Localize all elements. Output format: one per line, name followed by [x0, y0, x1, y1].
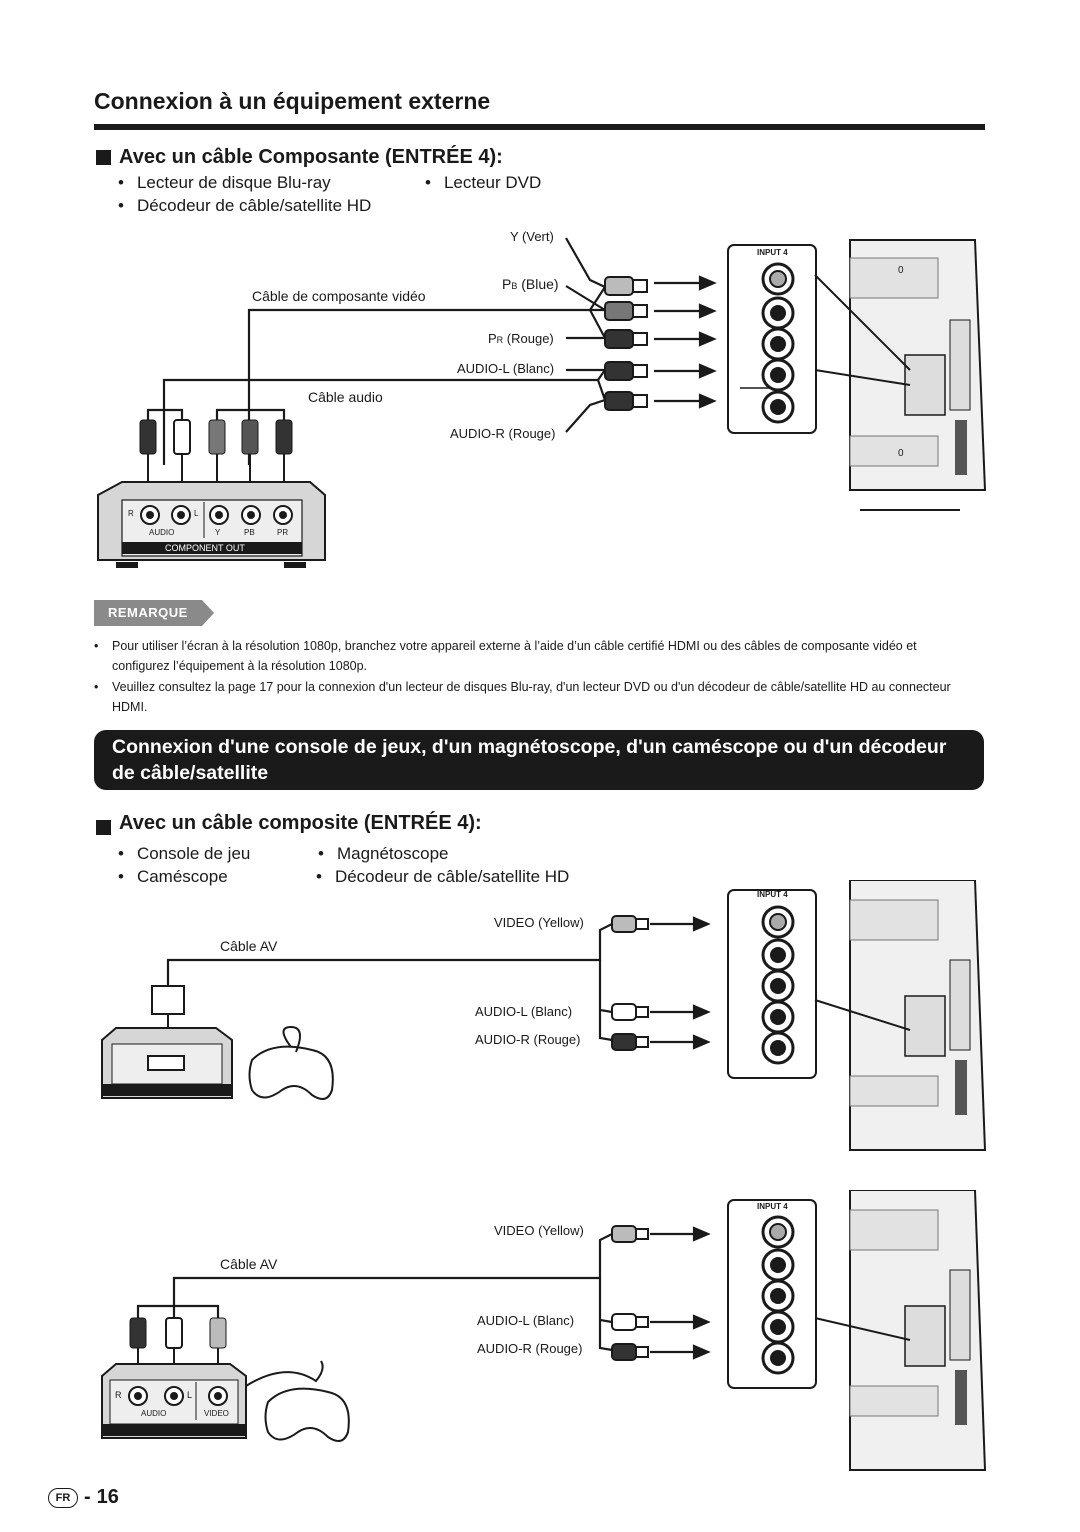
composite-connection-diagram-1 — [101, 880, 987, 1151]
tv-rear-illustration — [814, 239, 987, 511]
section1-heading: Avec un câble Composante (ENTRÉE 4): — [96, 146, 503, 169]
tv-input4-label-2: INPUT 4 — [757, 890, 788, 899]
device-y: Y — [215, 528, 221, 537]
s2-label-video: VIDEO (Yellow) — [494, 915, 584, 930]
component-connection-diagram — [97, 237, 987, 568]
input4-panel — [727, 244, 817, 434]
section2-heading: Avec un câble composite (ENTRÉE 4): — [96, 812, 482, 835]
s3-device-audio: AUDIO — [141, 1409, 167, 1418]
label-audio-cable: Câble audio — [308, 389, 383, 405]
s2-label-audio-l: AUDIO-L (Blanc) — [475, 1004, 573, 1019]
label-pr-rouge: PR (Rouge) — [488, 331, 554, 346]
label-pr-main: P — [488, 331, 497, 346]
label-y-vert: Y (Vert) — [510, 229, 554, 244]
section2-bullet-decoder: Décodeur de câble/satellite HD — [316, 867, 569, 887]
page-number-value: 16 — [96, 1486, 119, 1508]
device-r: R — [128, 509, 134, 518]
tv-zero-2: 0 — [898, 448, 904, 459]
section1-bullet-decoder: Décodeur de câble/satellite HD — [118, 196, 371, 216]
composite-connection-diagram-2 — [101, 1190, 987, 1471]
page-title: Connexion à un équipement externe — [94, 88, 491, 114]
label-pr-rest: (Rouge) — [503, 331, 554, 346]
s3-device-video: VIDEO — [204, 1409, 229, 1418]
language-badge: FR — [48, 1487, 78, 1508]
section1-heading-text: Avec un câble Composante (ENTRÉE 4): — [119, 146, 503, 168]
device-pb: PB — [244, 528, 255, 537]
tv-zero-1: 0 — [898, 265, 904, 276]
section2-heading-text: Avec un câble composite (ENTRÉE 4): — [119, 812, 482, 834]
component-plugs — [604, 276, 648, 411]
s3-device-r: R — [115, 1390, 122, 1400]
device-l: L — [194, 509, 199, 518]
s3-label-av-cable: Câble AV — [220, 1256, 278, 1272]
device-pr: PR — [277, 528, 289, 537]
section1-bullet-dvd: Lecteur DVD — [425, 173, 541, 193]
section1-bullet-bluray: Lecteur de disque Blu-ray — [118, 173, 331, 193]
square-bullet-icon — [96, 150, 111, 165]
page-number: FR - 16 — [48, 1486, 119, 1509]
tv-input4-label-3: INPUT 4 — [757, 1202, 788, 1211]
device-audio: AUDIO — [149, 528, 175, 537]
label-pr-sub: R — [496, 335, 504, 345]
label-pb-main: P — [502, 276, 512, 292]
s3-label-video: VIDEO (Yellow) — [494, 1223, 584, 1238]
title-rule — [94, 124, 985, 130]
label-pb-sub: B — [511, 281, 518, 291]
s3-label-audio-l: AUDIO-L (Blanc) — [477, 1313, 575, 1328]
s3-device-l: L — [187, 1390, 193, 1400]
label-audio-l-blanc: AUDIO-L (Blanc) — [457, 361, 555, 376]
square-bullet-icon — [96, 820, 111, 835]
tv-input4-label: INPUT 4 — [757, 248, 788, 257]
label-component-cable: Câble de composante vidéo — [252, 288, 426, 304]
remarque-badge: REMARQUE — [94, 600, 214, 626]
section-banner: Connexion d'une console de jeux, d'un ma… — [94, 730, 984, 790]
section2-bullet-camcorder: Caméscope — [118, 867, 228, 887]
label-audio-r-rouge: AUDIO-R (Rouge) — [450, 426, 556, 441]
camcorder-device-illustration — [101, 1317, 350, 1442]
section2-bullet-vcr: Magnétoscope — [318, 844, 449, 864]
note-2: •Veuillez consultez la page 17 pour la c… — [94, 680, 951, 714]
label-pb-blue: PB (Blue) — [502, 276, 559, 292]
arrows — [654, 275, 717, 409]
game-console-illustration — [101, 985, 334, 1100]
s3-label-audio-r: AUDIO-R (Rouge) — [477, 1341, 583, 1356]
s2-label-av-cable: Câble AV — [220, 938, 278, 954]
note-1: •Pour utiliser l’écran à la résolution 1… — [94, 639, 917, 673]
s2-label-audio-r: AUDIO-R (Rouge) — [475, 1032, 581, 1047]
device-component-out: COMPONENT OUT — [165, 543, 245, 553]
section2-bullet-console: Console de jeu — [118, 844, 250, 864]
component-device — [97, 481, 326, 568]
label-pb-rest: (Blue) — [521, 276, 559, 292]
page-number-sep: - — [84, 1486, 91, 1508]
